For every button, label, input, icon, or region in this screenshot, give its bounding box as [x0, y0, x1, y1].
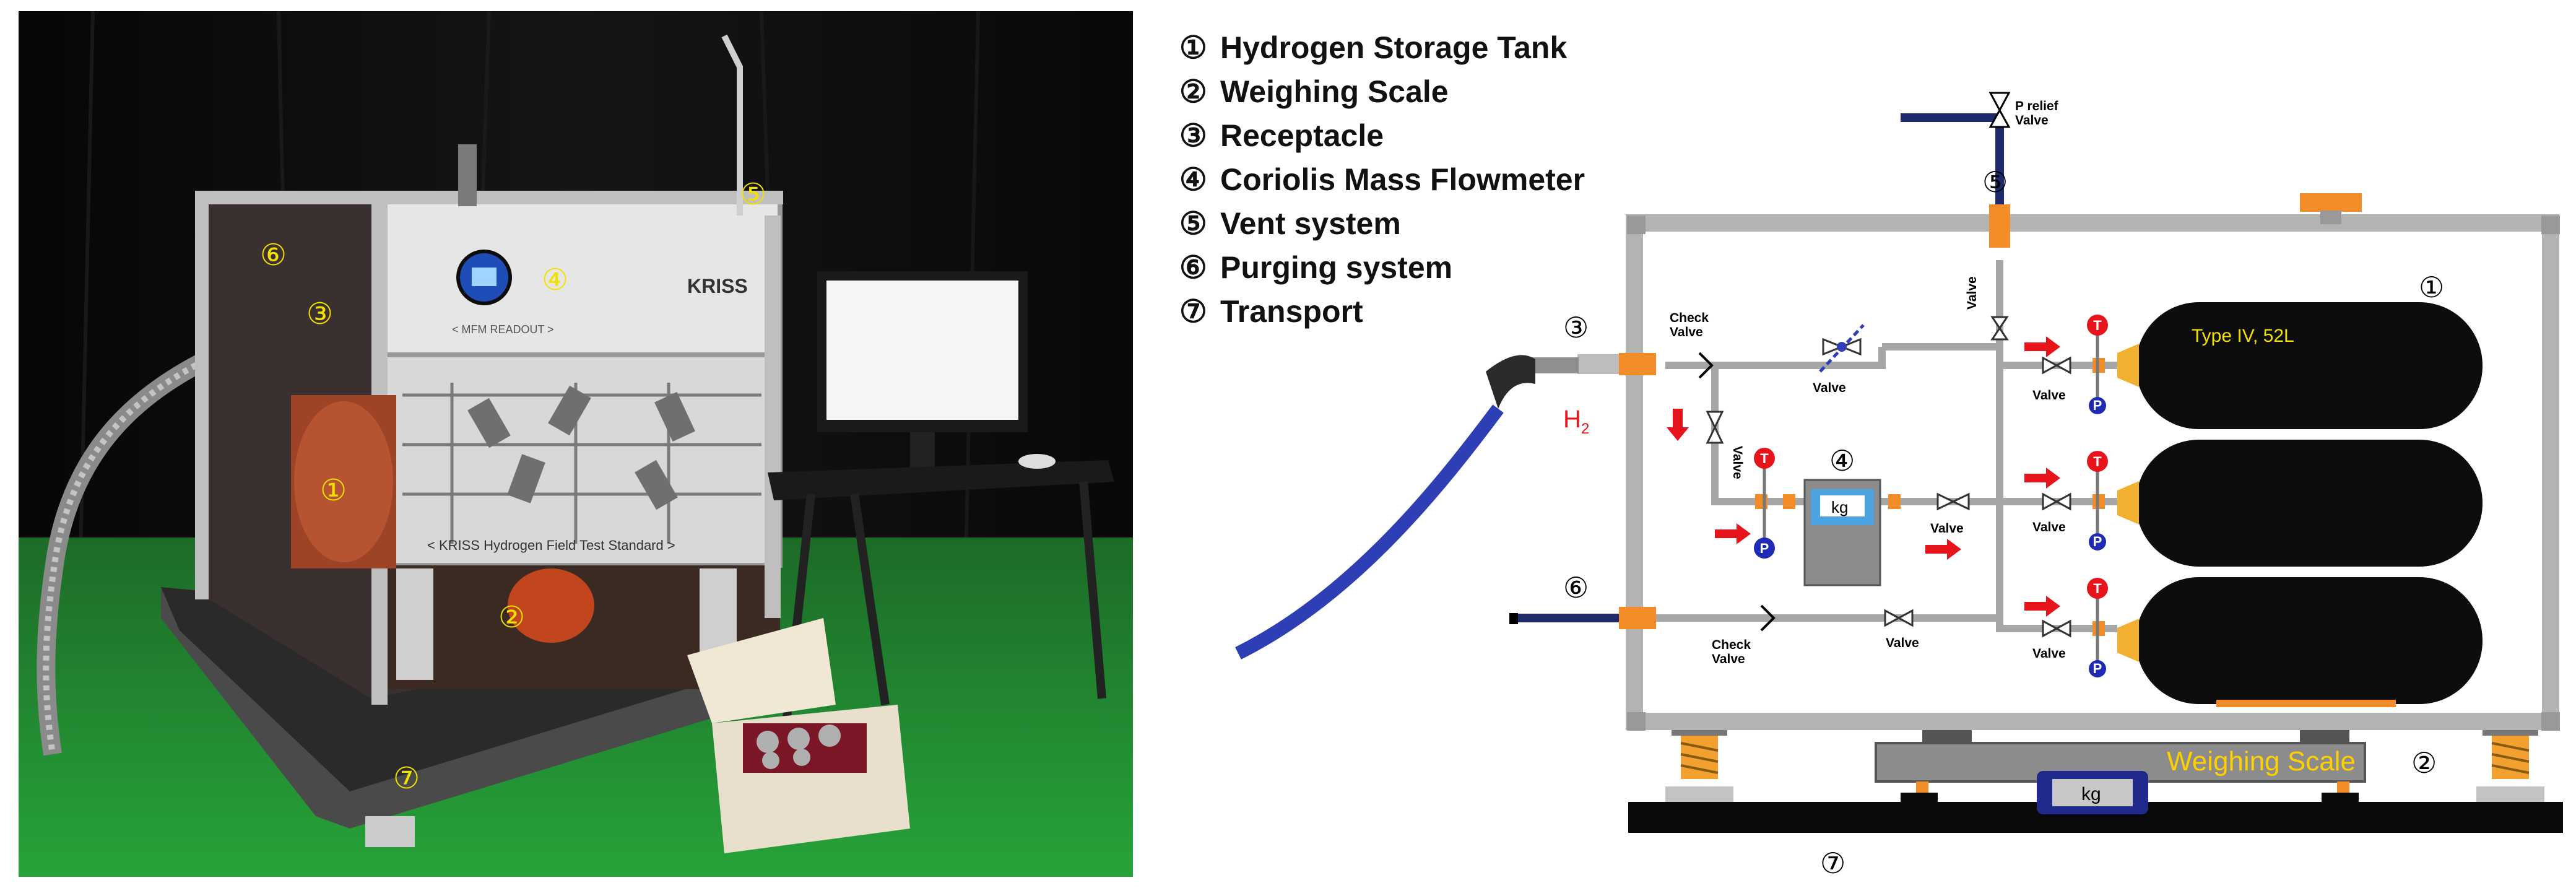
flowmeter-kg-label: kg	[1831, 498, 1848, 516]
schematic-marker-5: ⑤	[1982, 165, 2008, 199]
relief-valve-icon	[1988, 92, 2011, 113]
mouse	[1018, 454, 1056, 469]
spring-feet	[1665, 725, 2544, 802]
frame	[1626, 214, 2559, 730]
marker-5: ⑤	[740, 177, 766, 212]
hydrogen-tanks	[2117, 302, 2483, 707]
schematic-markers: ① ② ③ ④ ⑤ ⑥ ⑦	[1563, 165, 2444, 880]
schematic-marker-6: ⑥	[1563, 571, 1589, 604]
schematic-diagram: Weighing Scale kg Type IV, 52L	[1235, 92, 2563, 880]
marker-3: ③	[306, 297, 333, 331]
apparatus-photo: KRISS < MFM READOUT > < KRISS Hydrogen F…	[19, 11, 1133, 877]
svg-text:P: P	[2093, 661, 2102, 676]
svg-text:P: P	[1760, 541, 1769, 556]
valve-label-tank-1: Valve	[2032, 388, 2066, 403]
tank-1	[2136, 302, 2483, 429]
valve-label-top: Valve	[1813, 381, 1846, 395]
vent-valve-label: Valve	[1965, 276, 1979, 310]
valve-label-tank-3: Valve	[2032, 646, 2066, 661]
receptacle	[1619, 353, 1656, 375]
tank-type-label: Type IV, 52L	[2192, 326, 2294, 346]
svg-text:T: T	[2093, 581, 2102, 596]
caster	[365, 816, 415, 847]
sensors: T P T P T P T P	[1754, 315, 2108, 677]
kriss-logo: KRISS	[687, 275, 748, 297]
valve-label-flowmeter: Valve	[1930, 521, 1964, 536]
svg-text:T: T	[1760, 451, 1769, 466]
svg-text:P: P	[2093, 534, 2102, 549]
tank-3	[2136, 577, 2483, 704]
valve-label-tank-2: Valve	[2032, 520, 2066, 534]
svg-text:2: 2	[1581, 420, 1589, 437]
schematic-marker-7: ⑦	[1820, 847, 1845, 880]
weighing-scale-label: Weighing Scale	[2167, 746, 2356, 777]
marker-4: ④	[542, 263, 568, 297]
red-tank-end	[508, 568, 594, 643]
vent-pipe-photo	[721, 34, 743, 215]
svg-text:T: T	[2093, 318, 2102, 333]
check-valve-icon	[1698, 352, 1714, 379]
valve-label-purge: Valve	[1886, 636, 1919, 650]
nozzle-icon	[1486, 355, 1535, 409]
schematic-marker-2: ②	[2411, 746, 2437, 780]
panel-label: < KRISS Hydrogen Field Test Standard >	[427, 538, 675, 553]
marker-1: ①	[320, 473, 347, 508]
svg-text:P: P	[2093, 398, 2102, 413]
schematic-marker-4: ④	[1829, 444, 1855, 477]
flow-arrows	[1667, 336, 2060, 617]
desk	[768, 460, 1114, 500]
scale-kg-label: kg	[2081, 784, 2101, 804]
schematic-marker-3: ③	[1563, 311, 1589, 344]
valve-icons	[1706, 316, 2071, 638]
marker-2: ②	[498, 600, 525, 635]
inlet-valve-label: Valve	[1730, 446, 1745, 479]
dispenser-hose	[1235, 404, 1504, 659]
h2-label: H	[1563, 406, 1581, 433]
piping-panel	[381, 352, 783, 568]
svg-text:T: T	[2093, 454, 2102, 469]
marker-6: ⑥	[260, 238, 287, 272]
schematic-marker-1: ①	[2419, 271, 2444, 304]
marker-7: ⑦	[393, 761, 420, 796]
tank-2	[2136, 440, 2483, 567]
meter-label: < MFM READOUT >	[452, 323, 554, 336]
